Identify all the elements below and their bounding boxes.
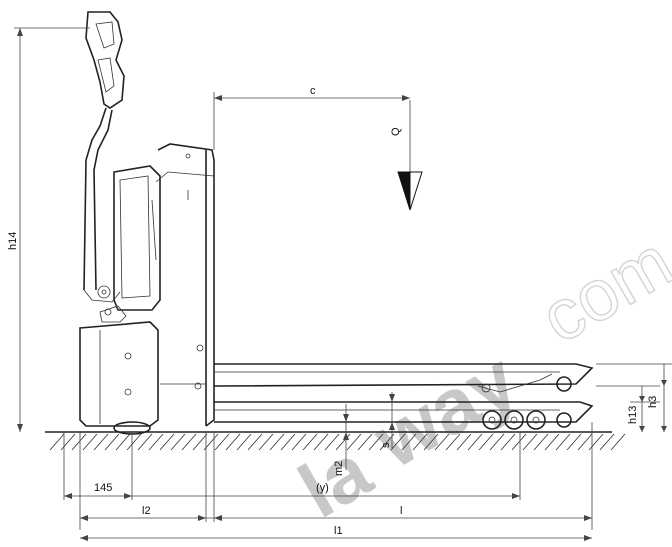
dimension-c: c: [213, 85, 410, 150]
dim-label-y: (y): [316, 482, 329, 494]
watermark-light: com: [528, 222, 672, 359]
dim-label-Q: Q: [390, 127, 402, 136]
dimension-m2-s: m2 s: [333, 392, 395, 476]
dimension-h3-h13: h3 h13: [596, 363, 672, 432]
dim-label-m2: m2: [333, 461, 345, 476]
dim-label-s: s: [380, 442, 392, 448]
watermark: la way com: [285, 221, 672, 535]
dim-label-c: c: [310, 85, 316, 97]
dim-label-h14: h14: [7, 232, 19, 250]
dimension-chains: 145 (y) l2 l l1: [63, 422, 593, 541]
mast: [155, 143, 215, 427]
fork-wheels: [481, 376, 572, 430]
dimension-h14: h14: [7, 27, 90, 432]
tiller-handle: [83, 11, 125, 303]
load-arrow: Q: [390, 100, 423, 211]
dim-label-l: l: [400, 505, 402, 517]
forks: [213, 363, 594, 423]
dim-label-l2: l2: [142, 505, 151, 517]
dim-label-l1: l1: [334, 525, 343, 537]
dim-label-h3: h3: [647, 396, 659, 408]
dim-label-145: 145: [94, 482, 112, 494]
dim-label-h13: h13: [627, 406, 639, 424]
